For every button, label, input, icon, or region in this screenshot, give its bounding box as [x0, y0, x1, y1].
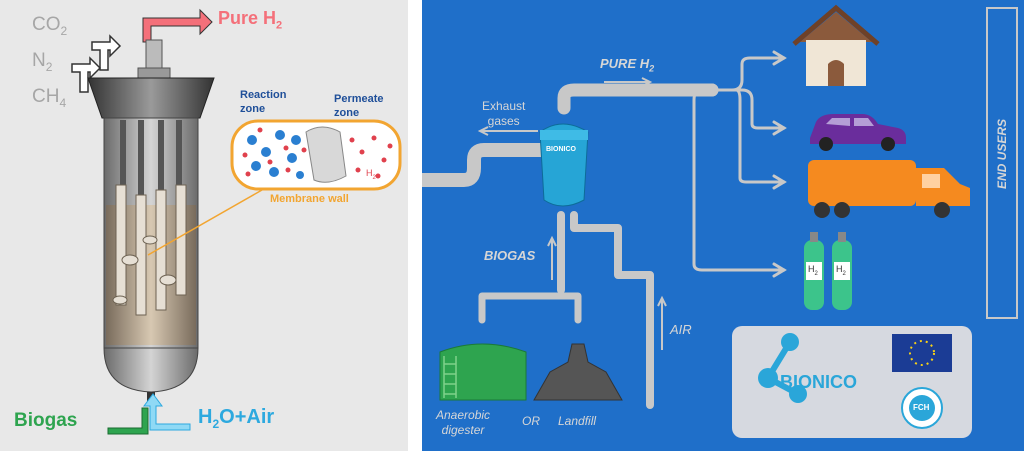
membrane-wall-label: Membrane wall: [270, 193, 349, 205]
cylinder-label-1: H2: [808, 264, 818, 277]
membrane-wall-shape: [305, 126, 347, 183]
co2-label: CO2: [32, 14, 68, 38]
h2o-air-label: H2O+Air: [198, 406, 275, 431]
air-flow-label: AIR: [670, 322, 692, 337]
pure-h2-label: Pure H2: [218, 8, 283, 32]
h2o-air-inlet-arrow: [143, 393, 191, 431]
h2-small-label: H2: [366, 168, 376, 181]
reactor-illustration: [71, 8, 402, 435]
or-label: OR: [522, 414, 540, 428]
biogas-label: Biogas: [14, 410, 78, 431]
cylinder-label-2: H2: [836, 264, 846, 277]
house-icon: [792, 4, 880, 86]
fch-logo-text: FCH: [913, 403, 930, 412]
end-users-box: [986, 7, 1018, 319]
bionico-logo-text: BIONICO: [780, 372, 858, 392]
pipes: [415, 56, 786, 409]
biogas-flow-label: BIOGAS: [484, 248, 536, 263]
reactor-label: BIONICO: [546, 146, 576, 153]
process-illustration: [415, 4, 1018, 438]
end-users-label: END USERS: [995, 118, 1009, 189]
car-icon: [810, 114, 906, 151]
bionico-logo-icon: [758, 333, 807, 403]
end-user-arrowheads: [772, 50, 787, 278]
pure-h2-arrow: [142, 8, 213, 43]
anaerobic-digester: [439, 343, 527, 401]
h2-cylinders: [804, 232, 852, 310]
landfill-label: Landfill: [558, 414, 597, 428]
landfill-mound: [533, 343, 623, 401]
gas-outlet-arrows: [71, 34, 122, 93]
biogas-inlet-arrow: [107, 407, 149, 435]
n2-label: N2: [32, 50, 53, 74]
eu-flag-icon: [892, 334, 952, 372]
ch4-label: CH4: [32, 86, 67, 110]
permeate-zone-particles: [349, 135, 393, 179]
pure-h2-flow-label: PURE H2: [600, 56, 655, 74]
fch-logo-icon: [901, 387, 943, 429]
bionico-reactor: [539, 123, 589, 207]
reaction-zone-particles: [242, 127, 307, 179]
truck-icon: [808, 160, 970, 218]
